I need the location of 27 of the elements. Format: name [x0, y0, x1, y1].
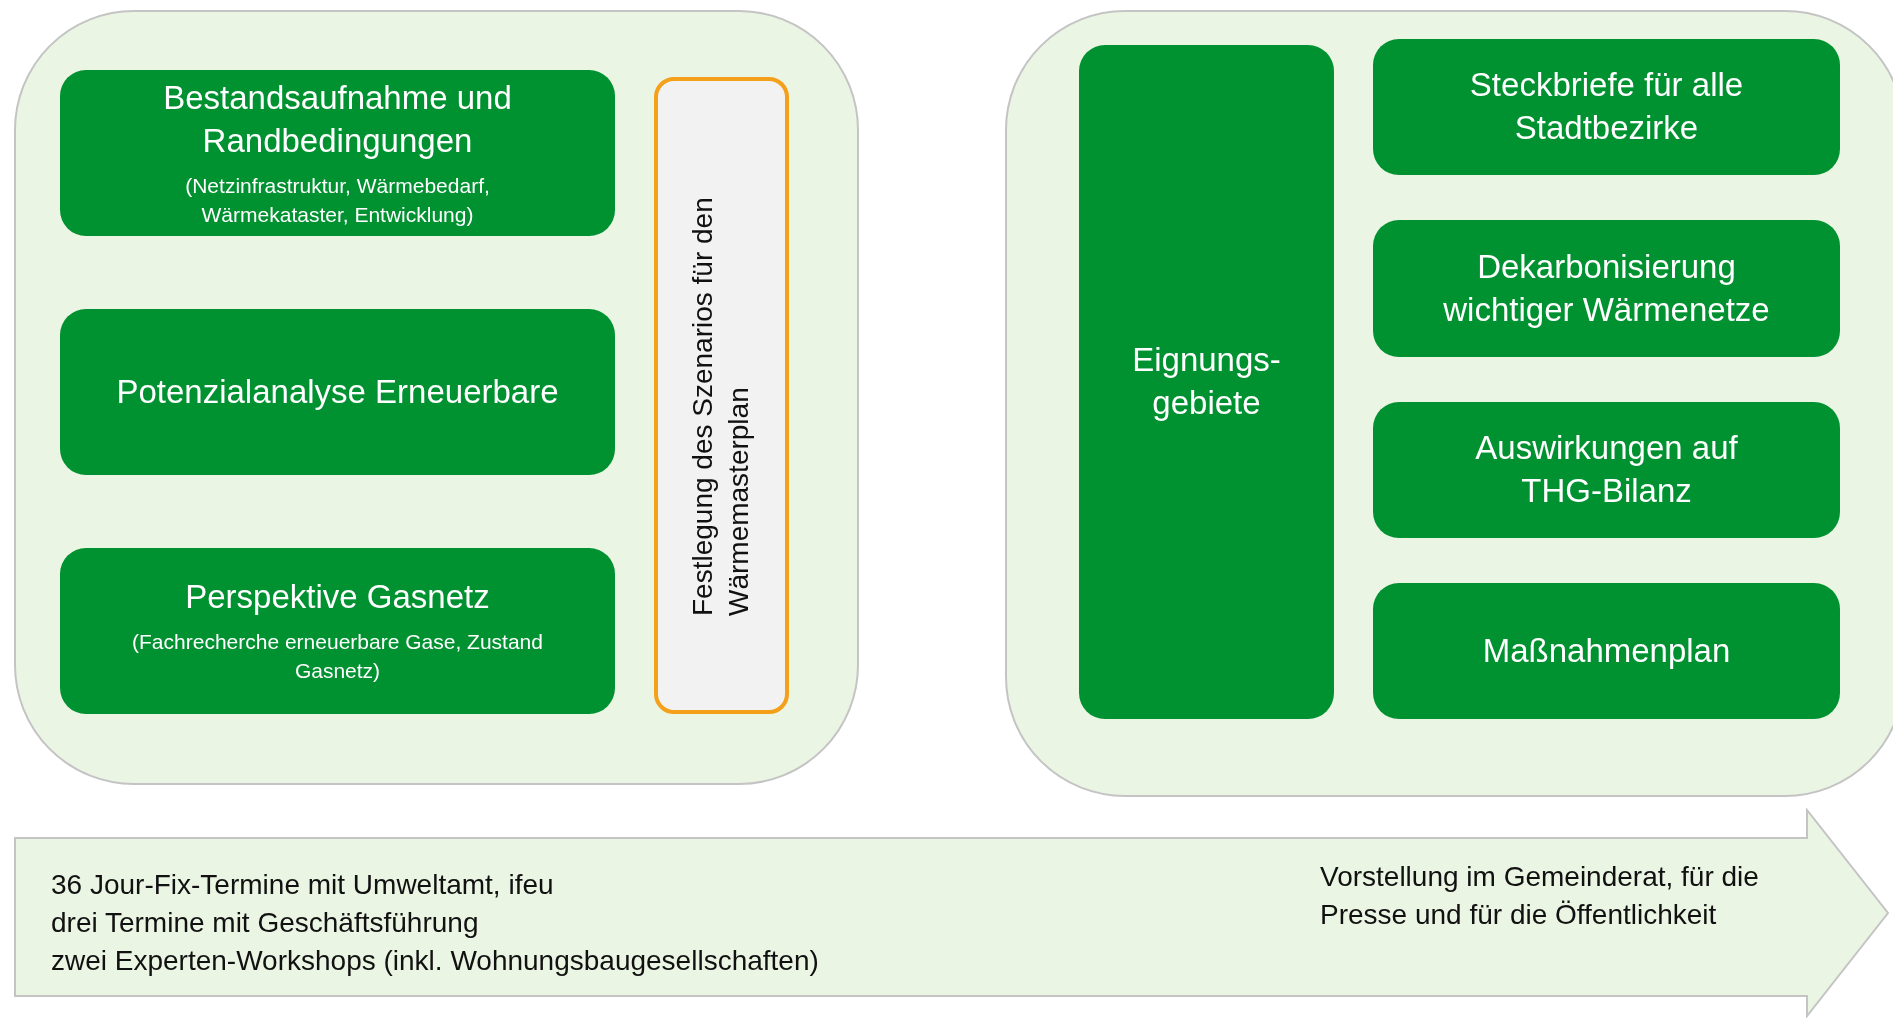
box-title: Steckbriefe für alle Stadtbezirke [1468, 65, 1745, 148]
note-text: zwei Experten-Workshops (inkl. Wohnungsbaugesellschaften) [51, 944, 819, 978]
box-title: Potenzialanalyse Erneuerbare [116, 371, 559, 412]
process-box [60, 548, 615, 714]
process-box [1373, 220, 1840, 357]
process-box [60, 70, 615, 236]
panel-background [1005, 10, 1893, 797]
panel-background [14, 10, 859, 785]
process-box [1373, 402, 1840, 538]
note-text: Vorstellung im Gemeinderat, für die Presse und für die Öffentlichkeit [1320, 860, 1760, 933]
process-box [1079, 45, 1334, 719]
box-subtitle: (Fachrecherche erneuerbare Gase, Zustand Gasnetz) [131, 629, 544, 685]
box-title: Auswirkungen auf THG-Bilanz [1474, 428, 1739, 511]
process-box [1373, 583, 1840, 719]
note-text: drei Termine mit Geschäftsführung [51, 906, 479, 940]
process-box [1373, 39, 1840, 175]
box-title: Bestandsaufnahme und Randbedingungen [162, 77, 513, 161]
scenario-box [654, 77, 789, 714]
box-title: Eignungs-gebiete [1131, 340, 1282, 423]
process-box [60, 309, 615, 475]
box-title: Perspektive Gasnetz [185, 577, 490, 618]
box-title: Festlegung des Szenarios für den Wärmemasterplan [686, 195, 756, 616]
box-subtitle: (Netzinfrastruktur, Wärmebedarf, Wärmekataster, Entwicklung) [184, 172, 491, 228]
box-title: Maßnahmenplan [1482, 630, 1731, 671]
note-text: 36 Jour-Fix-Termine mit Umweltamt, ifeu [51, 868, 554, 902]
process-arrow [14, 808, 1892, 1018]
box-title: Dekarbonisierung wichtiger Wärmenetze [1442, 246, 1771, 330]
